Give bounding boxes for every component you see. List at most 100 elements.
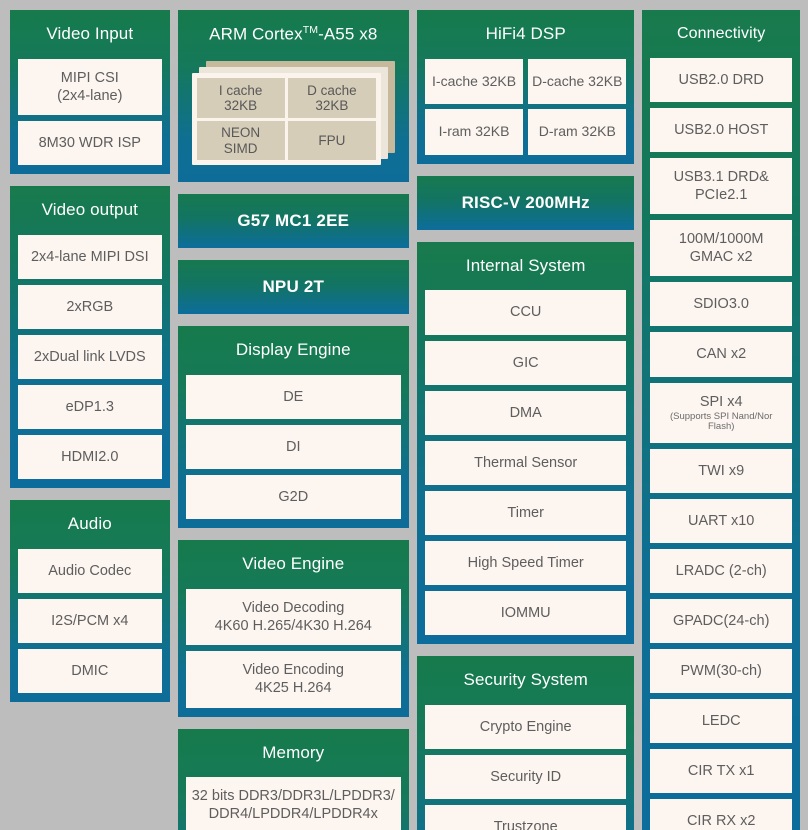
- cell-line: USB3.1 DRD&: [673, 168, 769, 185]
- mini-d-cache: D cache 32KB: [287, 78, 376, 118]
- cell-g2d: G2D: [185, 475, 401, 520]
- cell-audio-codec: Audio Codec: [18, 549, 162, 594]
- block-memory: Memory 32 bits DDR3/DDR3L/LPDDR3/ DDR4/L…: [177, 728, 409, 830]
- mini-line: D cache: [307, 82, 357, 98]
- block-audio: Audio Audio Codec I2S/PCM x4 DMIC: [10, 500, 170, 703]
- block-hifi4-dsp: HiFi4 DSP I-cache 32KB D-cache 32KB I-ra…: [416, 10, 635, 164]
- cell-line: 2xDual link LVDS: [33, 349, 146, 365]
- cell-line: I2S/PCM x4: [51, 613, 129, 630]
- cell-di: DI: [185, 425, 401, 470]
- block-title-display-engine: Display Engine: [235, 340, 351, 360]
- block-video-engine: Video Engine Video Decoding 4K60 H.265/4…: [177, 540, 409, 717]
- cell-i2s-pcm: I2S/PCM x4: [18, 599, 162, 644]
- block-title-connectivity: Connectivity: [677, 25, 766, 42]
- cell-line: Video Encoding: [242, 662, 344, 679]
- cell-usb20-host: USB2.0 HOST: [650, 107, 792, 152]
- cell-line: I-ram 32KB: [438, 123, 510, 140]
- cell-line: G2D: [278, 489, 309, 506]
- block-security-system: Security System Crypto Engine Security I…: [416, 656, 635, 830]
- hifi4-cache-grid: I-cache 32KB D-cache 32KB I-ram 32KB D-r…: [424, 58, 627, 155]
- cell-line: CAN x2: [696, 346, 747, 363]
- block-title-video-input: Video Input: [46, 24, 134, 43]
- cell-line: Timer: [507, 504, 544, 521]
- cell-rgb: 2xRGB: [18, 284, 162, 329]
- cell-d-cache: D-cache 32KB: [528, 58, 627, 105]
- cell-line: Trustzone: [493, 819, 558, 830]
- cell-video-decoding: Video Decoding 4K60 H.265/4K30 H.264: [185, 589, 401, 646]
- cell-hdmi: HDMI2.0: [18, 435, 162, 480]
- cell-line: Audio Codec: [48, 563, 132, 580]
- cell-can: CAN x2: [650, 332, 792, 377]
- cell-line: CCU: [509, 304, 542, 321]
- cell-usb31-pcie: USB3.1 DRD& PCIe2.1: [650, 157, 792, 215]
- block-title-security-system: Security System: [463, 670, 588, 690]
- block-title-hifi4-dsp: HiFi4 DSP: [485, 24, 566, 43]
- cortex-core-stack: I cache 32KB D cache 32KB NEON SIMD FPU: [191, 61, 395, 166]
- cell-timer: Timer: [424, 490, 627, 535]
- stack-layer-front: I cache 32KB D cache 32KB NEON SIMD FPU: [191, 73, 381, 166]
- cell-iommu: IOMMU: [424, 591, 627, 636]
- block-video-input: Video Input MIPI CSI (2x4-lane) 8M30 WDR…: [10, 10, 170, 175]
- cell-crypto-engine: Crypto Engine: [424, 704, 627, 750]
- cell-sdio: SDIO3.0: [650, 282, 792, 327]
- cell-security-id: Security ID: [424, 755, 627, 800]
- cell-line: GMAC x2: [689, 249, 753, 266]
- column-cpu: ARM CortexTM-A55 x8 I cache 32KB D cache…: [177, 10, 409, 830]
- cell-line: 2x4-lane MIPI DSI: [30, 248, 149, 265]
- cell-ccu: CCU: [424, 290, 627, 335]
- cell-line: LEDC: [701, 713, 741, 730]
- cell-line: HDMI2.0: [61, 449, 119, 466]
- cell-video-encoding: Video Encoding 4K25 H.264: [185, 651, 401, 708]
- block-title-audio: Audio: [67, 514, 112, 534]
- block-title-video-output: Video output: [41, 200, 138, 220]
- cell-high-speed-timer: High Speed Timer: [424, 541, 627, 586]
- mini-line: I cache: [218, 82, 263, 98]
- cell-de: DE: [185, 375, 401, 420]
- trademark-superscript: TM: [302, 24, 319, 36]
- cell-line: D-cache 32KB: [532, 72, 623, 89]
- cell-line: USB2.0 DRD: [678, 71, 764, 88]
- cell-gmac: 100M/1000M GMAC x2: [650, 220, 792, 277]
- cell-gic: GIC: [424, 340, 627, 385]
- cell-line: High Speed Timer: [467, 555, 584, 571]
- block-npu: NPU 2T: [177, 260, 409, 315]
- block-internal-system: Internal System CCU GIC DMA Thermal Sens…: [416, 241, 635, 645]
- mini-line: 32KB: [224, 98, 258, 114]
- cell-line: 32 bits DDR3/DDR3L/LPDDR3/: [191, 788, 395, 805]
- block-title-memory: Memory: [262, 742, 325, 762]
- cell-i-cache: I-cache 32KB: [424, 58, 524, 105]
- cortex-title-suffix: -A55 x8: [318, 24, 378, 44]
- cell-line: Crypto Engine: [479, 718, 572, 735]
- cell-subtext: (Supports SPI Nand/Nor Flash): [669, 410, 773, 433]
- cell-ledc: LEDC: [650, 699, 792, 744]
- cell-line: 2xRGB: [66, 298, 114, 315]
- cell-ddr: 32 bits DDR3/DDR3L/LPDDR3/ DDR4/LPDDR4/L…: [185, 777, 401, 830]
- cell-line: UART x10: [688, 512, 755, 529]
- mini-line: SIMD: [223, 140, 258, 156]
- cell-line: SPI x4: [699, 393, 743, 410]
- cell-line: D-ram 32KB: [538, 123, 616, 140]
- cell-i-ram: I-ram 32KB: [424, 109, 524, 155]
- cell-line: 100M/1000M: [678, 231, 764, 248]
- cell-mipi-dsi: 2x4-lane MIPI DSI: [18, 234, 162, 279]
- cell-line: 4K25 H.264: [254, 680, 332, 697]
- cell-dma: DMA: [424, 390, 627, 435]
- cell-lvds: 2xDual link LVDS: [18, 335, 162, 380]
- cell-cir-rx: CIR RX x2: [650, 799, 792, 830]
- cell-line: 8M30 WDR ISP: [38, 134, 141, 151]
- cell-line: DMA: [509, 404, 542, 421]
- cell-line: DI: [286, 439, 301, 456]
- cell-edp: eDP1.3: [18, 385, 162, 430]
- cell-line: (2x4-lane): [57, 87, 123, 104]
- cell-line: CIR TX x1: [687, 763, 755, 780]
- cell-line: CIR RX x2: [686, 813, 756, 830]
- cell-line: SDIO3.0: [693, 296, 749, 313]
- cell-pwm: PWM(30-ch): [650, 649, 792, 694]
- mini-fpu: FPU: [287, 120, 376, 161]
- mini-line: 32KB: [315, 98, 349, 114]
- block-arm-cortex: ARM CortexTM-A55 x8 I cache 32KB D cache…: [177, 10, 409, 183]
- cell-line: Video Decoding: [242, 600, 345, 617]
- mini-line: FPU: [318, 132, 346, 148]
- block-risc-v: RISC-V 200MHz: [416, 175, 635, 230]
